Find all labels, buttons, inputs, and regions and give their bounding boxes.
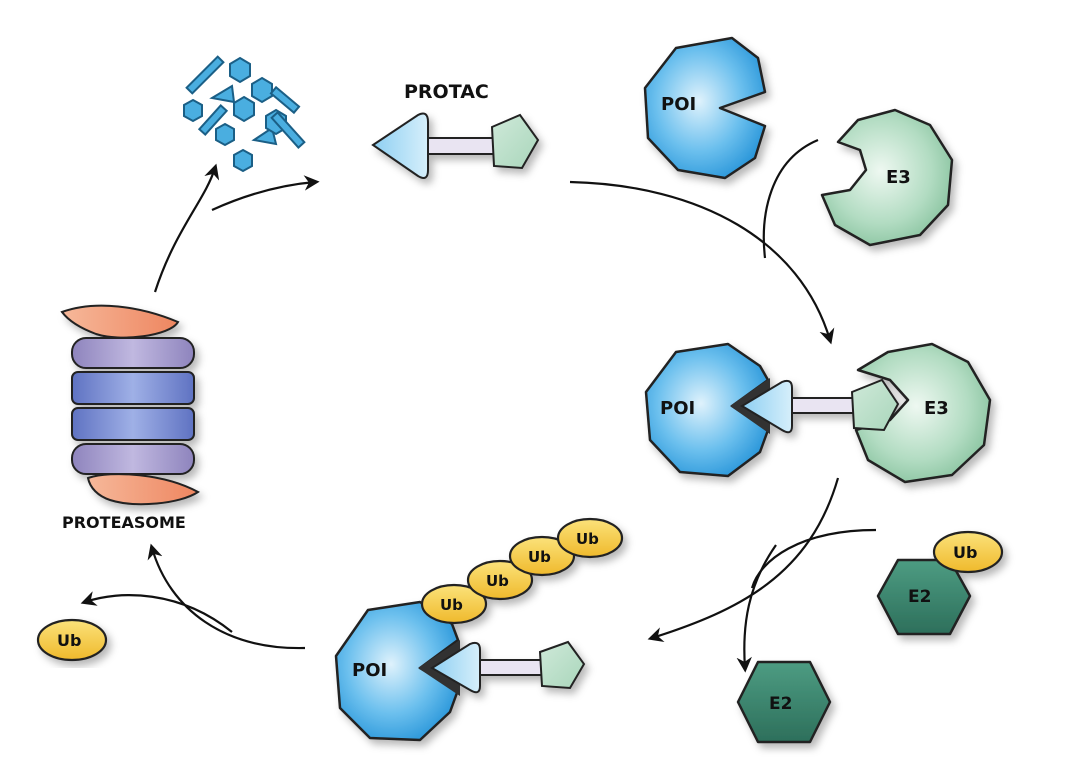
ub-chain-2-label: Ub: [486, 572, 509, 590]
ub-chain-2-shape: [466, 559, 534, 601]
fragment-hexagon-7: [233, 148, 253, 173]
protac-poi-ligand-triangle: [371, 112, 429, 179]
proteasome-beta-ring-top: [71, 371, 195, 405]
protac-molecule: [371, 112, 540, 179]
fragment-triangle-1: [209, 84, 236, 104]
peptide-fragments: [183, 55, 306, 173]
arrow-e3-join: [762, 138, 819, 259]
ub-chain-1-label: Ub: [440, 596, 463, 614]
e3-free-shape: [820, 108, 954, 247]
e3-free-label: E3: [886, 167, 911, 188]
poi-free: [643, 36, 767, 180]
ub-chain-3-label: Ub: [528, 548, 551, 566]
fragment-hexagon-3: [251, 76, 273, 104]
ternary-e3-label: E3: [924, 398, 949, 419]
ubiquitinated-protac-pentagon: [538, 640, 586, 690]
arrow-poly-ub-to-proteasome: [147, 543, 306, 650]
ternary-poi-shape: [644, 342, 770, 478]
poi-free-label: POI: [661, 94, 696, 115]
ub-on-e2-label: Ub: [953, 543, 977, 562]
ub-chain-1-shape: [420, 583, 488, 625]
e2-conjugated-label: E2: [908, 587, 931, 607]
proteasome-alpha-ring-top: [71, 337, 195, 369]
fragment-hexagon-4: [233, 95, 255, 123]
ub-chain-4-shape: [556, 517, 624, 559]
protac-e3-ligand-pentagon: [490, 113, 540, 170]
ternary-protac-triangle: [740, 379, 793, 434]
fragment-hexagon-5: [215, 122, 235, 147]
ub-released-label: Ub: [57, 631, 81, 650]
fragment-rod-2: [269, 85, 301, 115]
e2-released-label: E2: [769, 694, 792, 714]
fragment-rod-3: [197, 104, 229, 136]
proteasome-beta-ring-bottom: [71, 407, 195, 441]
ub-released: [36, 618, 108, 662]
protac-linker: [419, 137, 501, 155]
arrow-protac-to-complex: [569, 180, 835, 345]
arrow-proteasome-to-fragments: [153, 163, 220, 293]
ub-chain-4-label: Ub: [576, 530, 599, 548]
proteasome-bottom-cap: [86, 473, 200, 506]
fragment-triangle-2: [251, 126, 278, 146]
protac-label: PROTAC: [404, 81, 489, 103]
ubiquitinated-protac-linker: [477, 659, 545, 676]
ub-on-e2-shape: [932, 530, 1004, 574]
arrow-e2-ub-join: [750, 528, 877, 589]
arrow-protac-recycle: [211, 175, 320, 212]
proteasome-top-cap: [60, 304, 180, 339]
ubiquitinated-complex: [334, 517, 624, 742]
ternary-e3-shape: [854, 342, 992, 484]
proteasome: [60, 304, 200, 506]
proteasome-alpha-ring-bottom: [71, 443, 195, 475]
arrow-complex-to-ubiquitination: [647, 477, 840, 643]
ub-chain-3-shape: [508, 535, 576, 577]
ternary-poi-label: POI: [660, 398, 695, 419]
cycle-arrows: [80, 138, 877, 673]
fragment-rod-1: [185, 55, 225, 95]
arrow-e2-release: [736, 544, 777, 673]
proteasome-label: PROTEASOME: [62, 513, 186, 532]
poi-free-shape: [643, 36, 767, 180]
fragment-hexagon-2: [183, 98, 203, 123]
fragment-rod-4: [270, 111, 306, 149]
ubiquitinated-poi-label: POI: [352, 660, 387, 681]
e3-free: [820, 108, 954, 247]
e2-released: [736, 660, 832, 744]
ubiquitinated-protac-triangle: [430, 641, 481, 694]
ternary-complex: [644, 342, 992, 484]
arrow-ub-recycle: [80, 591, 233, 633]
ternary-protac-linker: [789, 397, 857, 414]
ternary-protac-pentagon: [850, 378, 900, 432]
e2-released-shape: [736, 660, 832, 744]
e2-ub-conjugate: [876, 530, 1004, 636]
fragment-hexagon-1: [229, 56, 251, 84]
ub-released-shape: [36, 618, 108, 662]
